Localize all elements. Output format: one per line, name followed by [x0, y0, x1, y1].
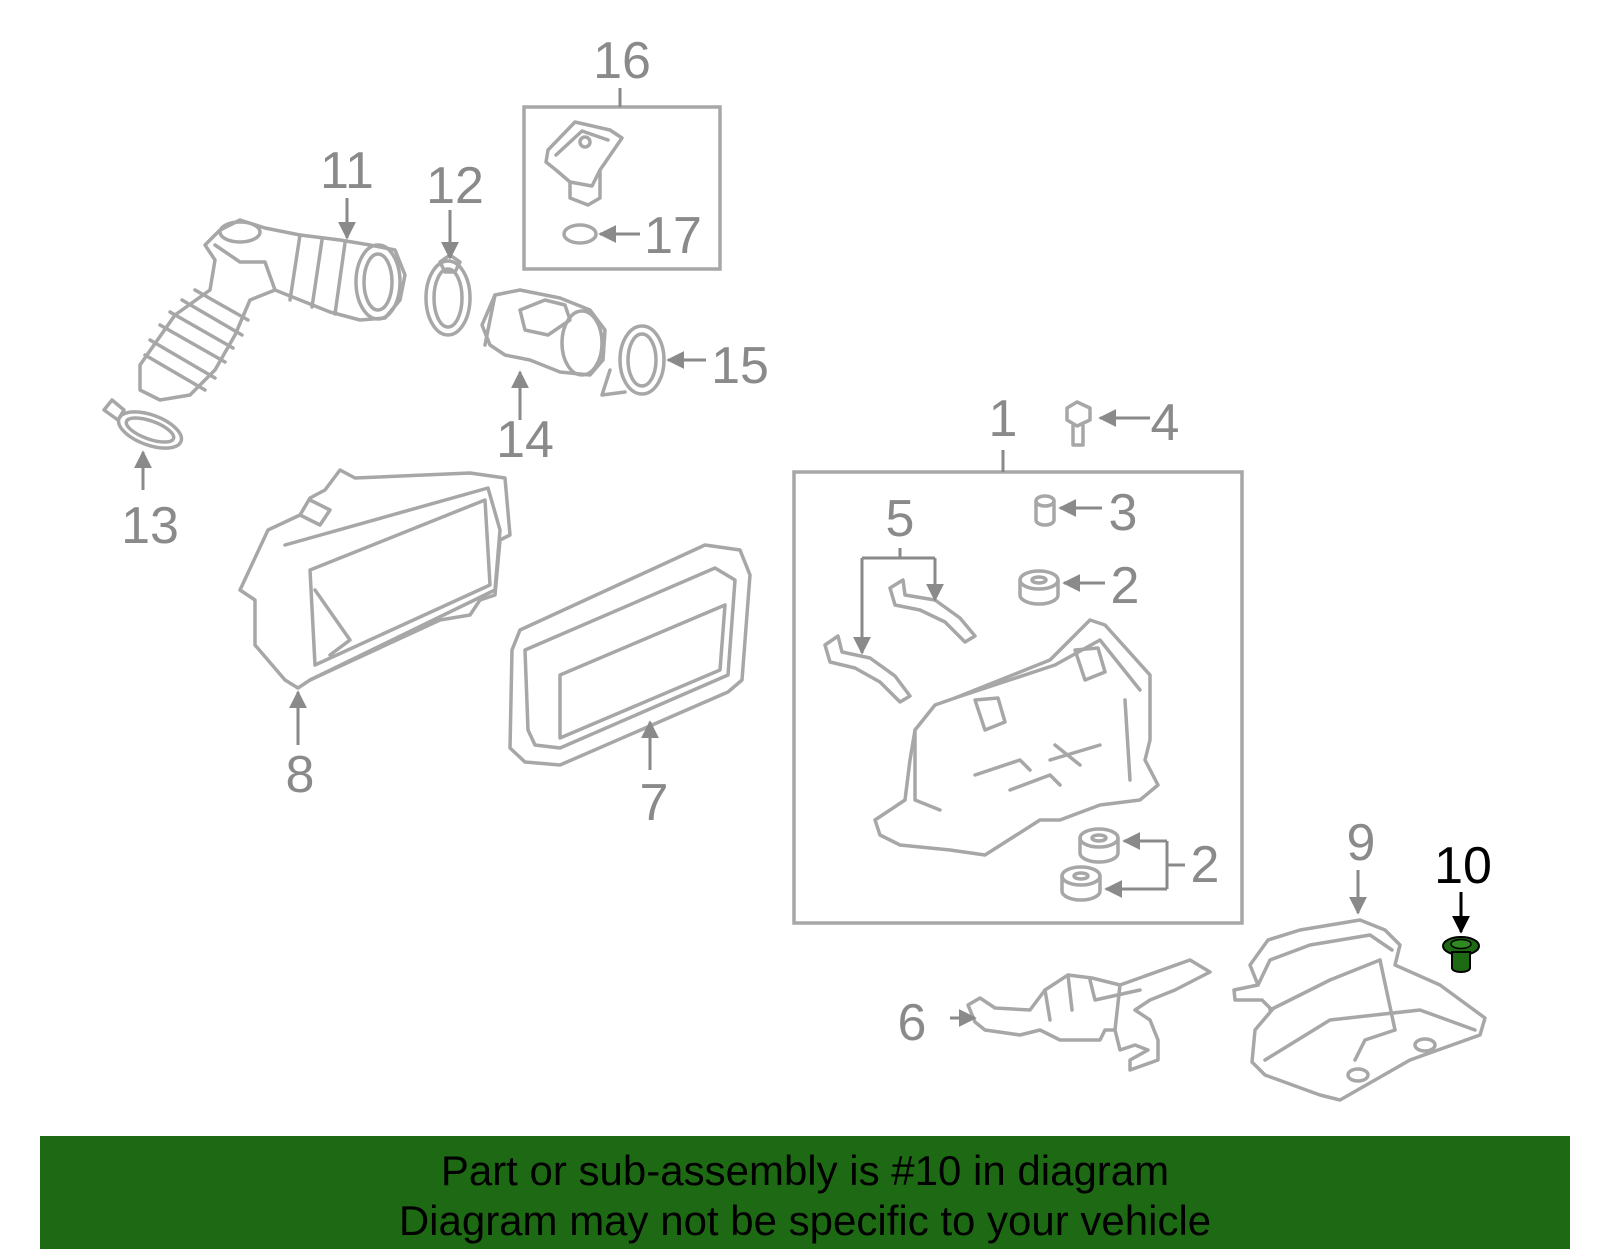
callout-16: 16	[593, 32, 651, 90]
callout-6: 6	[898, 994, 927, 1052]
o-ring-icon	[562, 223, 598, 245]
part-6-bracket	[950, 958, 1212, 1072]
callout-7: 7	[640, 774, 669, 832]
banner-line-part: Part or sub-assembly is #10 in diagram	[440, 1147, 1170, 1194]
grommet-upper-icon	[1018, 569, 1060, 606]
callout-2-upper: 2	[1111, 557, 1140, 615]
callout-11: 11	[320, 142, 374, 200]
callout-5: 5	[886, 490, 915, 548]
part-9-air-duct	[1232, 870, 1487, 1102]
part-14-maf-housing	[480, 288, 607, 420]
info-banner: Part or sub-assembly is #10 in diagram D…	[40, 1136, 1570, 1249]
part-8-airbox-lid	[238, 468, 512, 745]
callout-12: 12	[426, 157, 484, 215]
grommet-lower-2-icon	[1060, 865, 1102, 902]
part-15-gasket	[600, 324, 706, 397]
callout-10: 10	[1434, 837, 1492, 895]
part-7-air-filter	[508, 543, 752, 770]
callout-13: 13	[121, 497, 179, 555]
grommet-lower-1-icon	[1078, 827, 1120, 864]
callout-9: 9	[1347, 814, 1376, 872]
callout-4: 4	[1151, 394, 1180, 452]
maf-sensor-icon	[544, 120, 624, 207]
callout-17: 17	[644, 207, 702, 265]
callout-1: 1	[989, 390, 1018, 448]
part-13-clamp	[102, 398, 184, 490]
part-16-frame	[522, 105, 722, 271]
callout-15: 15	[711, 337, 769, 395]
bracket-upper-icon	[888, 578, 977, 644]
part-11-intake-duct	[138, 218, 407, 402]
airbox-lower-icon	[873, 618, 1160, 857]
callout-14: 14	[496, 411, 554, 469]
callout-8: 8	[286, 746, 315, 804]
callout-3: 3	[1109, 484, 1138, 542]
part-4-bolt	[1065, 400, 1150, 447]
part-1-group	[792, 450, 1244, 925]
callout-2-lower: 2	[1191, 836, 1220, 894]
part-1-frame	[792, 470, 1244, 925]
sleeve-icon	[1034, 494, 1056, 527]
callout-labels: 1 2 2 3 4 5 6 7 8 9 10 11 12 13 14 15 16…	[121, 32, 1492, 1052]
bracket-lower-icon	[823, 634, 912, 704]
part-16-group	[522, 88, 722, 271]
part-10-bolt-highlighted[interactable]	[1442, 892, 1480, 973]
banner-line-disclaimer: Diagram may not be specific to your vehi…	[398, 1197, 1212, 1244]
part-12-clamp	[424, 210, 472, 337]
